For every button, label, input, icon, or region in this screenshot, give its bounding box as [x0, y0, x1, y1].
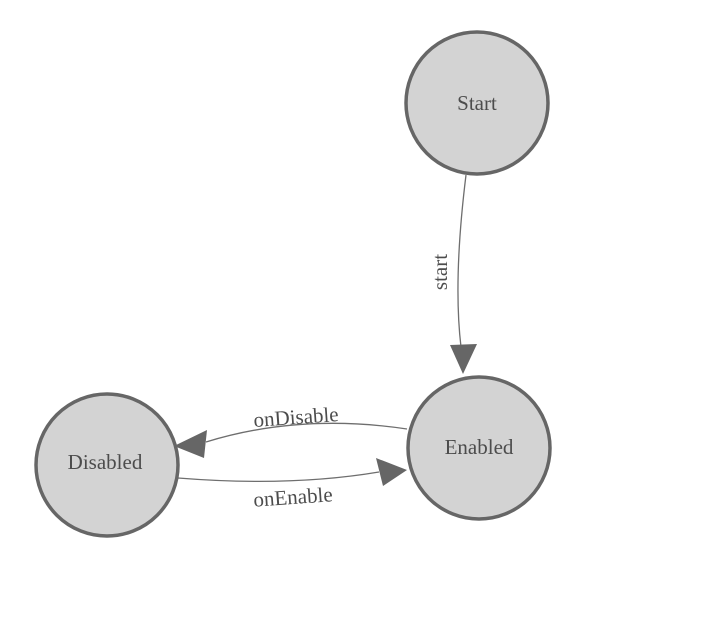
state-node-start-label: Start — [457, 91, 497, 115]
state-node-enabled: Enabled — [406, 375, 552, 521]
edge-label-ondisable: onDisable — [253, 402, 340, 432]
arrowhead-start-to-enabled-icon — [450, 344, 477, 374]
edge-label-onenable: onEnable — [253, 482, 334, 511]
arrowhead-disabled-to-enabled-icon — [376, 458, 407, 486]
edge-label-start: start — [428, 254, 452, 290]
state-node-start-circle — [404, 30, 550, 176]
state-node-enabled-circle — [406, 375, 552, 521]
state-node-enabled-label: Enabled — [445, 435, 514, 459]
state-node-disabled-circle — [34, 392, 180, 538]
arrowhead-enabled-to-disabled-icon — [174, 430, 207, 458]
edge-start-line — [457, 174, 467, 348]
edge-enabled-to-disabled: onDisable — [174, 402, 408, 458]
state-node-start: Start — [404, 30, 550, 176]
state-node-disabled: Disabled — [34, 392, 180, 538]
edge-start-to-enabled: start — [428, 174, 477, 374]
edge-ondisable-line — [205, 422, 408, 443]
state-node-disabled-label: Disabled — [68, 450, 143, 474]
edge-disabled-to-enabled: onEnable — [177, 458, 407, 512]
edge-onenable-line — [177, 471, 380, 483]
